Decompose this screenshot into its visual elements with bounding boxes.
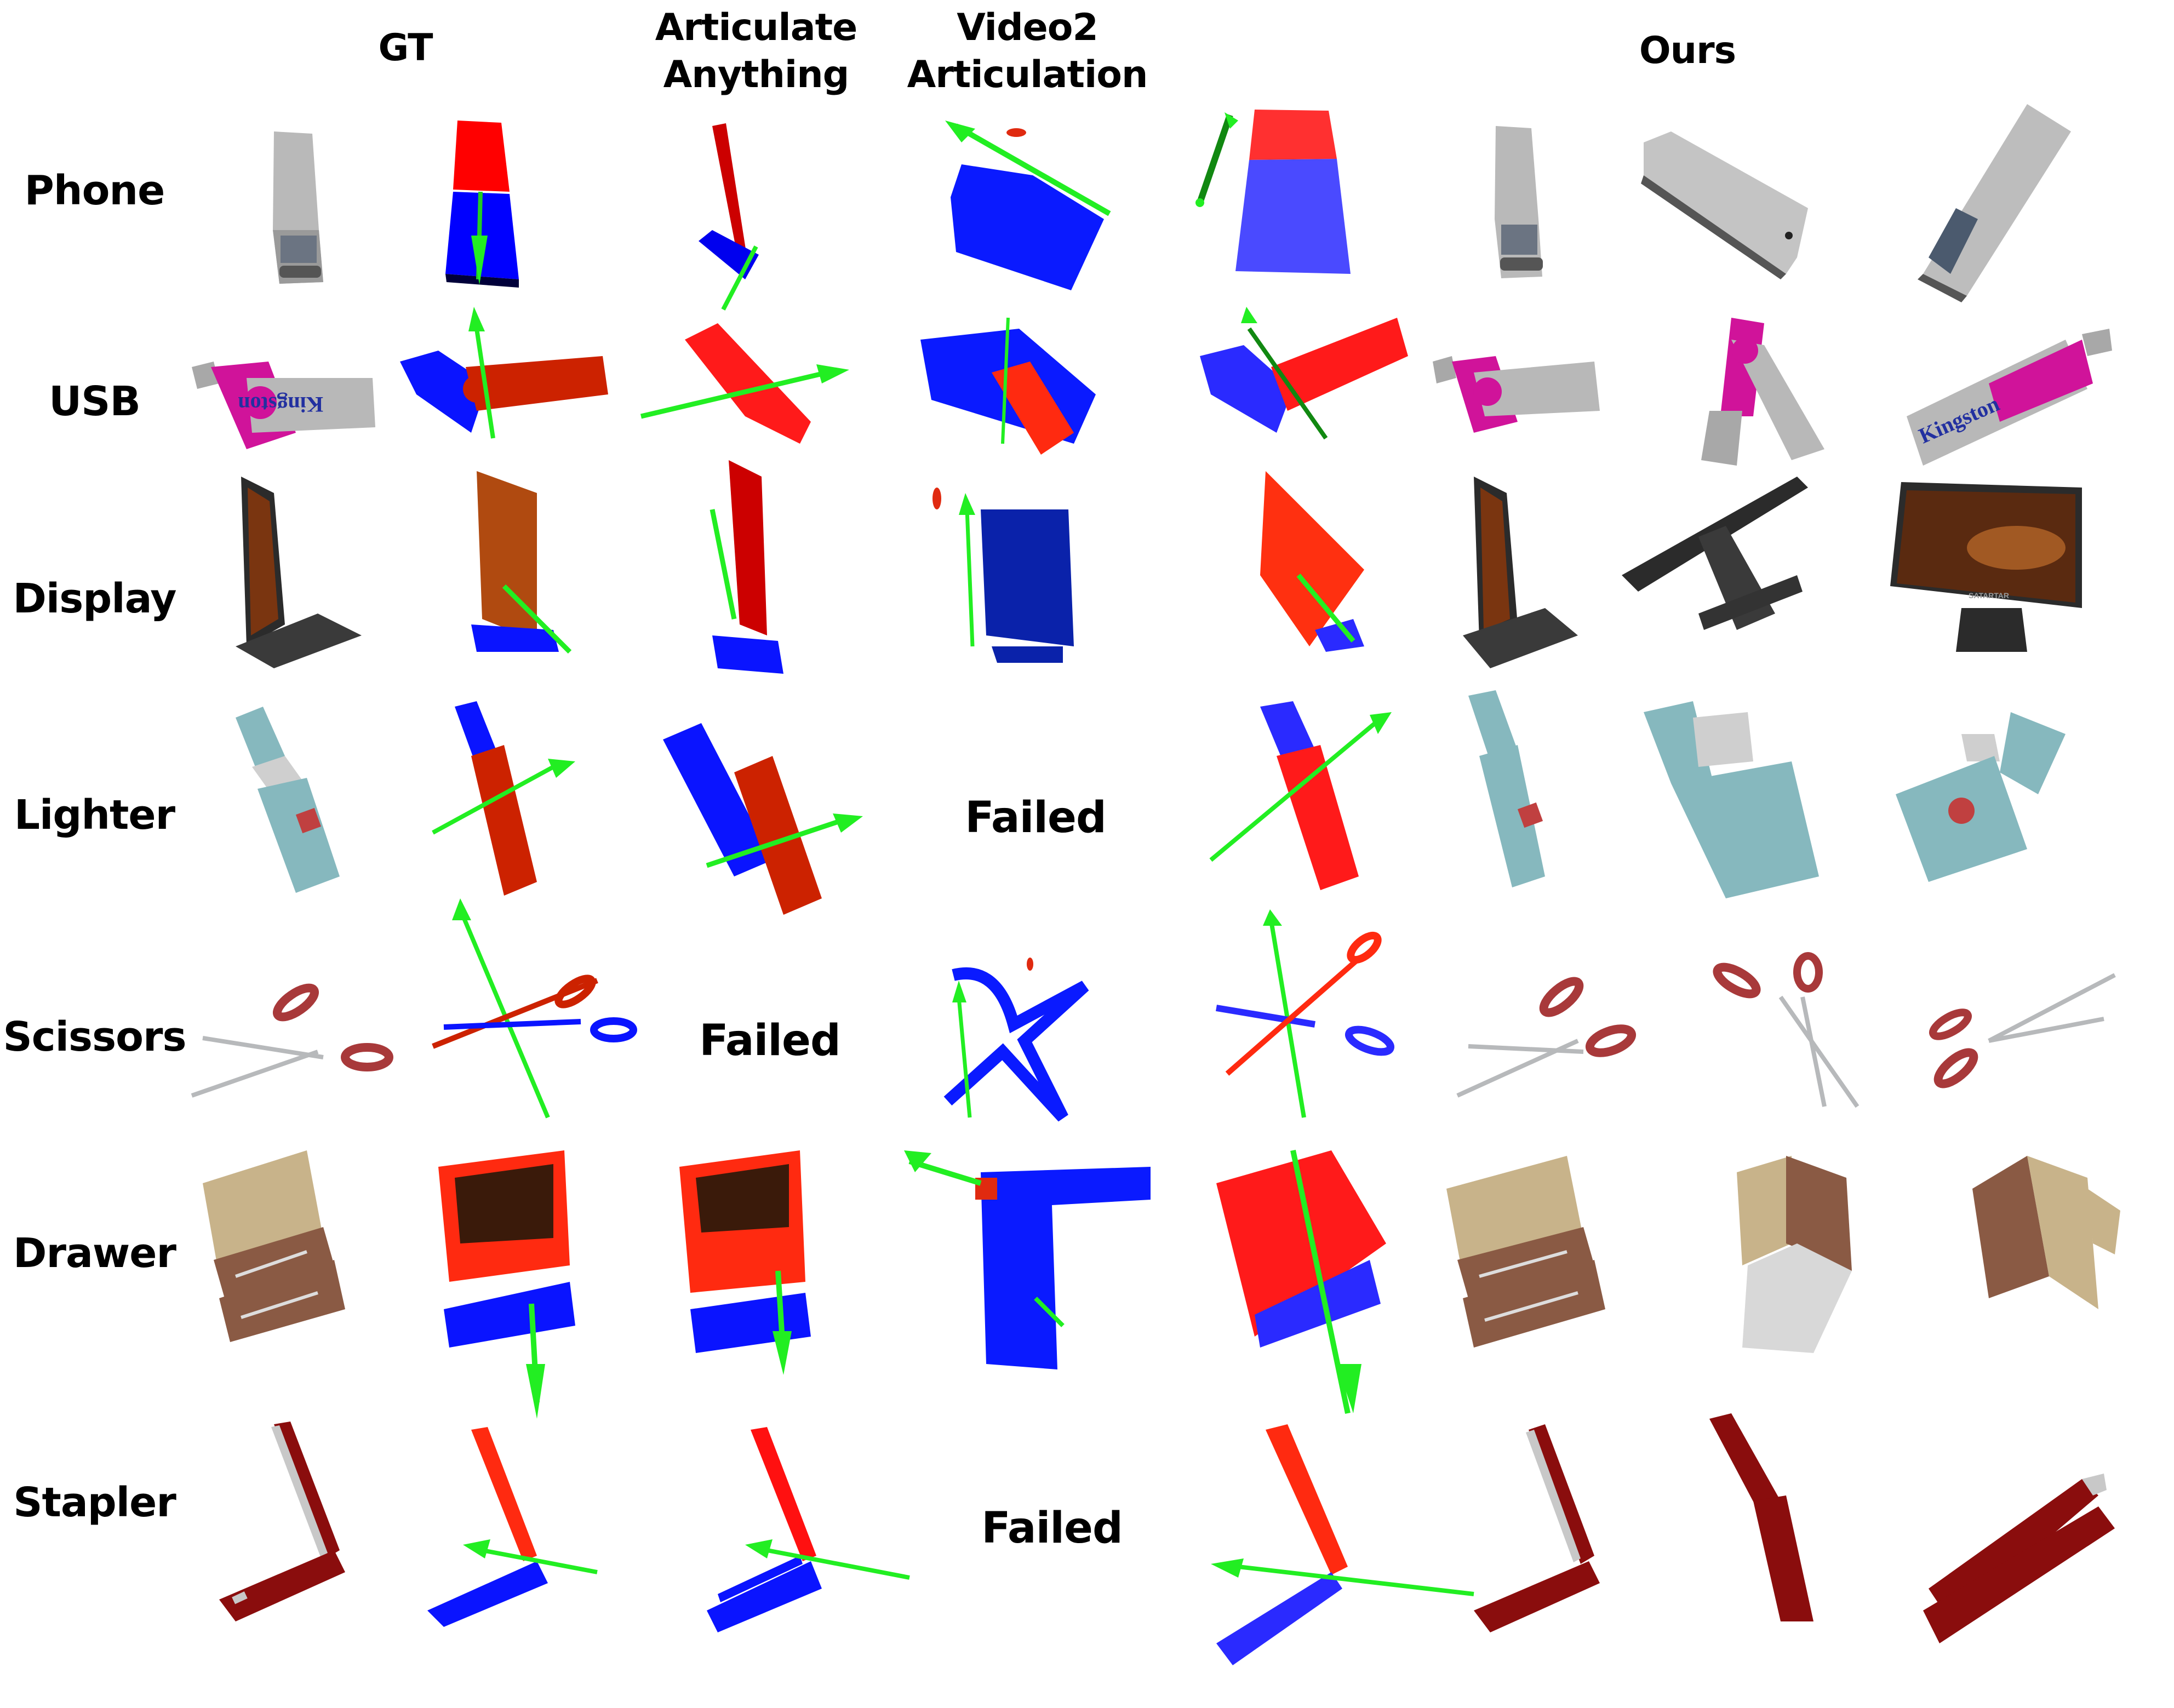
column-header-articulate-anything-line1: Articulate [655, 6, 858, 49]
row-label-scissors: Scissors [3, 1013, 187, 1061]
stapler-ours-segmented [1211, 1424, 1474, 1665]
scissors-ours-view1 [1446, 942, 1655, 1150]
column-header-gt-text: GT [378, 26, 433, 70]
display-brand-logo: SATARTAR [1969, 591, 2009, 600]
phone-video2articulation [923, 110, 1131, 318]
lighter-gt-rgb [203, 707, 411, 915]
scissors-gt-segmented [432, 898, 641, 1119]
drawer-ours-view1 [1446, 1156, 1655, 1364]
phone-ours-view3 [1885, 99, 2093, 307]
usb-video2articulation [909, 307, 1118, 515]
scissors-ours-segmented [1205, 909, 1414, 1118]
failed-stapler-video2articulation: Failed [981, 1504, 1123, 1553]
display-gt-segmented [427, 471, 636, 679]
usb-gt-rgb: Kingston [186, 318, 394, 526]
column-header-video2articulation-line2: Articulation [907, 53, 1148, 96]
lighter-ours-view1 [1419, 690, 1627, 904]
column-header-ours-text: Ours [1639, 29, 1736, 72]
usb-ours-view3: Kingston [1901, 307, 2112, 515]
scissors-video2articulation [931, 942, 1140, 1150]
row-label-drawer: Drawer [13, 1230, 176, 1277]
stapler-gt-segmented [416, 1424, 625, 1632]
usb-articulate-anything [636, 307, 849, 515]
lighter-ours-view3 [1885, 701, 2093, 909]
column-header-ours: Ours [1605, 27, 1770, 74]
row-label-usb: USB [49, 378, 141, 425]
display-ours-view1 [1414, 471, 1622, 679]
failed-lighter-video2articulation: Failed [965, 793, 1107, 842]
usb-gt-segmented [394, 307, 608, 515]
phone-ours-view1 [1419, 115, 1627, 323]
column-header-video2articulation-line1: Video2 [957, 6, 1099, 49]
stapler-gt-rgb [203, 1413, 411, 1621]
stapler-ours-view2 [1677, 1413, 1885, 1621]
display-video2articulation [920, 482, 1129, 690]
display-ours-view3: SATARTAR [1879, 471, 2087, 679]
column-header-articulate-anything: Articulate Anything [619, 4, 893, 99]
usb-logo-gt: Kingston [238, 392, 323, 417]
row-label-display: Display [13, 575, 176, 622]
drawer-ours-view3 [1940, 1145, 2148, 1353]
stapler-ours-view3 [1918, 1446, 2126, 1654]
scissors-ours-view3 [1929, 942, 2137, 1150]
drawer-ours-view2 [1720, 1145, 1929, 1353]
lighter-articulate-anything [657, 718, 866, 926]
display-ours-segmented [1189, 466, 1397, 674]
display-gt-rgb [208, 471, 416, 679]
drawer-articulate-anything [668, 1145, 877, 1375]
column-header-gt: GT [329, 25, 482, 72]
phone-gt-segmented [397, 110, 605, 318]
display-ours-view2 [1616, 471, 1824, 679]
column-header-video2articulation: Video2 Articulation [890, 4, 1164, 99]
lighter-gt-segmented [416, 701, 625, 915]
phone-gt-rgb [197, 121, 405, 329]
row-label-stapler: Stapler [13, 1479, 176, 1526]
lighter-ours-segmented [1194, 701, 1403, 909]
scissors-gt-rgb [191, 942, 400, 1150]
usb-ours-segmented [1194, 307, 1408, 515]
failed-scissors-articulate-anything: Failed [699, 1016, 841, 1065]
drawer-gt-segmented [427, 1145, 636, 1419]
phone-articulate-anything [652, 121, 860, 329]
row-label-phone: Phone [24, 167, 165, 214]
lighter-ours-view2 [1638, 701, 1846, 909]
stapler-ours-view1 [1446, 1424, 1655, 1632]
drawer-video2articulation [904, 1150, 1151, 1369]
phone-ours-segmented [1183, 99, 1392, 307]
row-label-lighter: Lighter [14, 792, 175, 839]
usb-ours-view2 [1649, 307, 1857, 515]
phone-ours-view2 [1622, 110, 1830, 318]
drawer-gt-rgb [197, 1150, 405, 1359]
usb-ours-view1 [1430, 318, 1638, 526]
stapler-articulate-anything [690, 1424, 910, 1632]
column-header-articulate-anything-line2: Anything [663, 53, 850, 96]
scissors-ours-view2 [1698, 942, 1907, 1150]
drawer-ours-segmented [1205, 1149, 1414, 1414]
display-articulate-anything [657, 460, 866, 674]
